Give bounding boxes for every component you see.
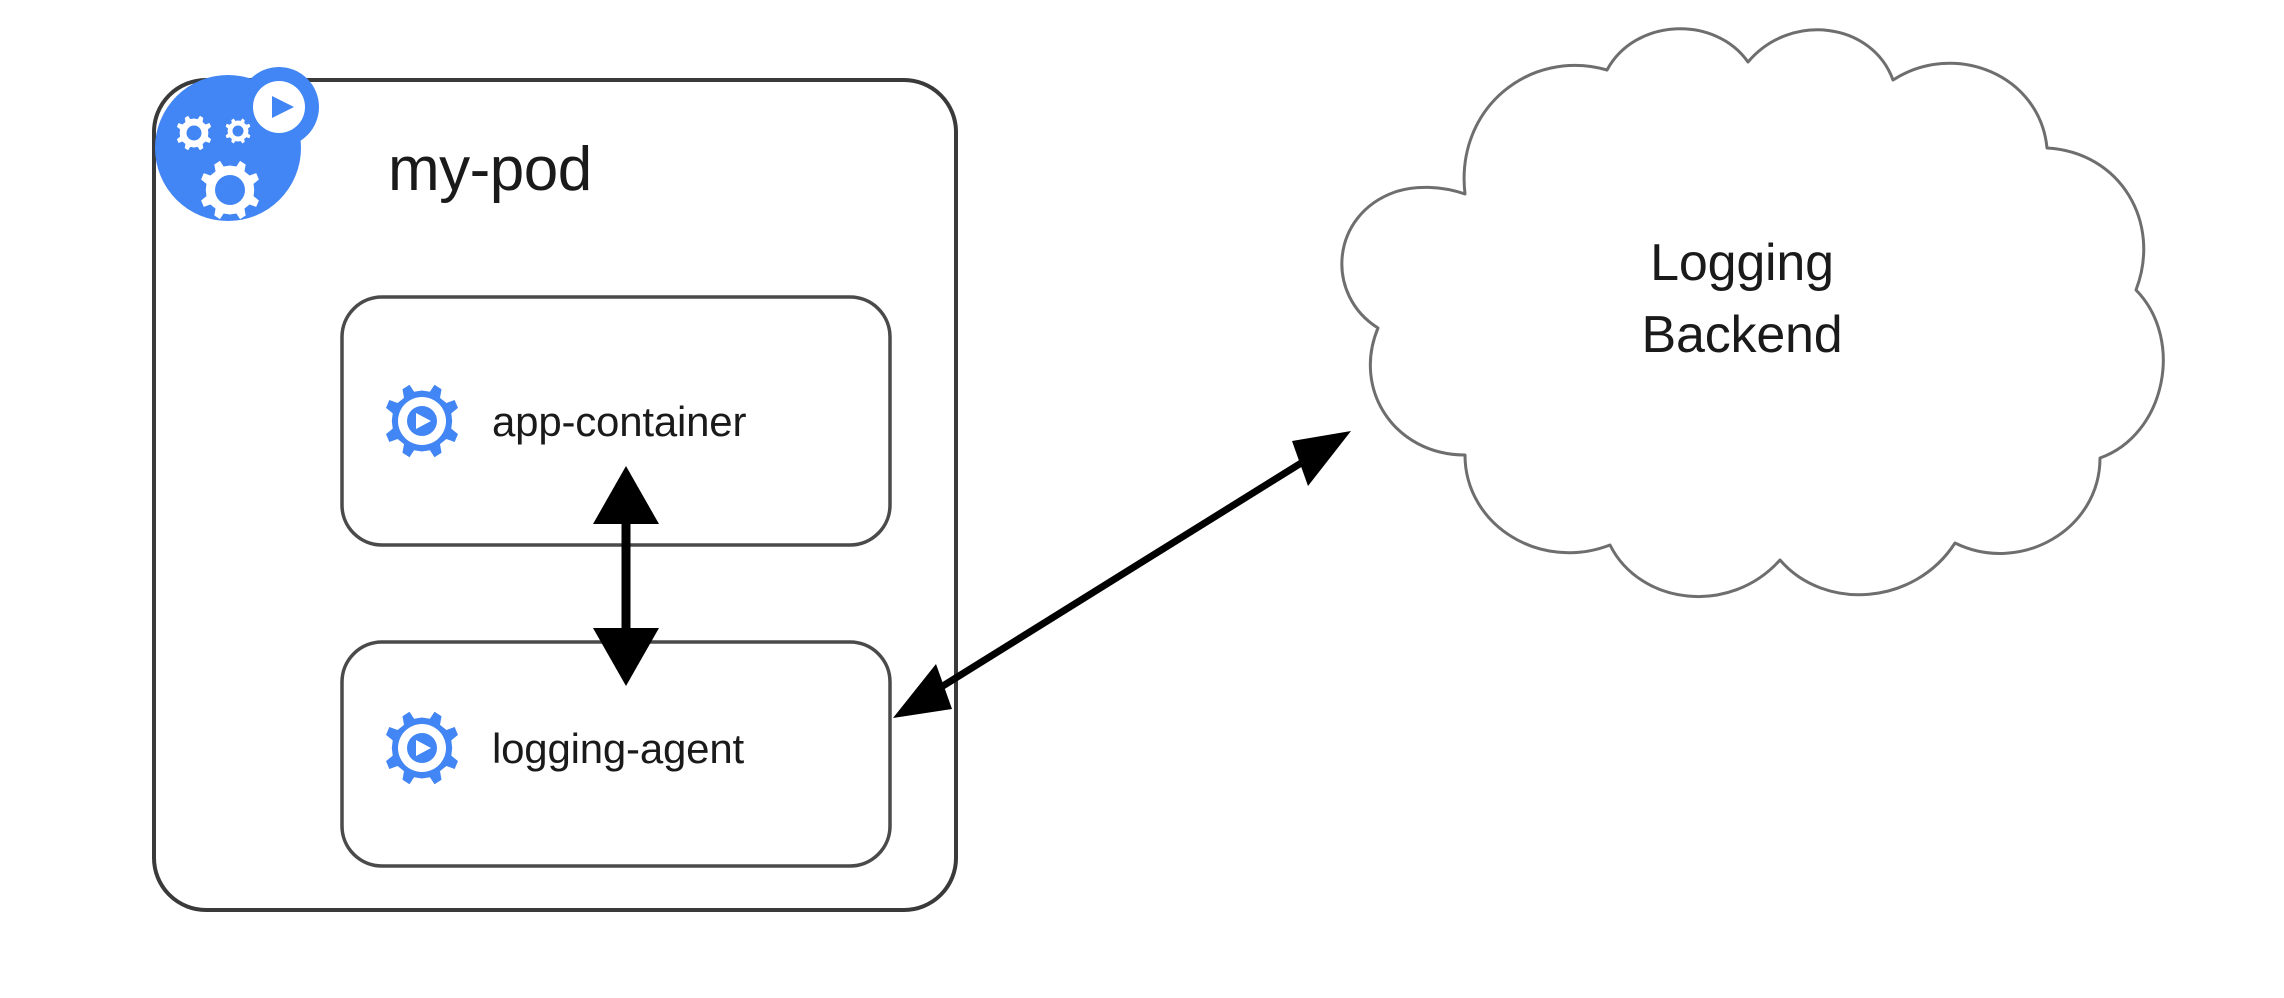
arrow-head-to-agent: [893, 664, 952, 718]
app-to-agent-connector: [593, 466, 659, 686]
container-gear-play-icon: [386, 384, 458, 458]
app-container-node[interactable]: app-container: [340, 295, 892, 547]
arrow-head-to-backend: [1292, 431, 1351, 486]
kubernetes-pod-icon: [155, 67, 319, 221]
arrow-head-up: [593, 466, 659, 524]
cloud-label-line1: Logging: [1650, 234, 1834, 292]
logging-backend-cloud[interactable]: Logging Backend: [1340, 27, 2165, 599]
pod-title: my-pod: [388, 135, 592, 204]
agent-to-backend-connector: [893, 431, 1351, 718]
arrow-head-down: [593, 628, 659, 686]
app-container-box[interactable]: [340, 295, 892, 547]
cloud-shape: [1340, 27, 2165, 599]
logging-agent-label: logging-agent: [492, 725, 744, 772]
cloud-label-line2: Backend: [1642, 306, 1843, 364]
app-container-label: app-container: [492, 398, 746, 445]
container-gear-play-icon: [386, 711, 458, 785]
logging-agent-node[interactable]: logging-agent: [340, 640, 892, 868]
